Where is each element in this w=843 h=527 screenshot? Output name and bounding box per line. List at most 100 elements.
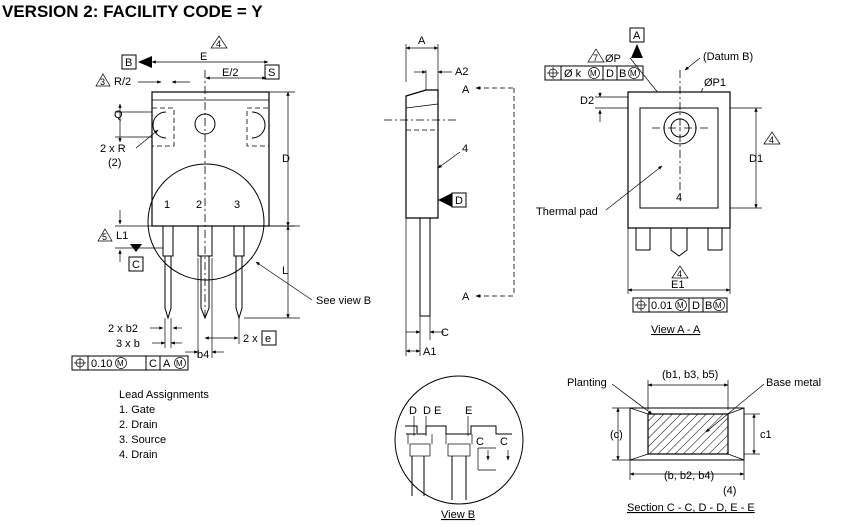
lead-item-2: 2. Drain	[119, 419, 158, 431]
plating-label: Planting	[567, 377, 607, 389]
datum-b-triangle	[138, 56, 152, 68]
lead-2	[197, 225, 213, 320]
svg-text:0.01: 0.01	[651, 300, 672, 312]
flag-4a-text: 4	[769, 135, 774, 145]
q-label: Q	[114, 109, 123, 121]
flag-3-text: 3	[100, 77, 105, 87]
d-label: D	[282, 153, 290, 165]
datum-c-box	[128, 256, 144, 272]
view-a-a: A 7 ØP (Datum B) Ø k M D B M ØP1 D2	[536, 27, 781, 336]
op-label: ØP	[605, 53, 621, 65]
note-2: (2)	[108, 157, 121, 169]
flag-5-text: 5	[102, 232, 107, 242]
svg-text:M: M	[176, 359, 183, 368]
view-b-caption: View B	[441, 509, 475, 521]
svg-text:D: D	[692, 300, 700, 312]
svg-text:M: M	[117, 359, 124, 368]
view-b-c1-label: C	[476, 436, 484, 448]
view-b-e-label: E	[465, 405, 472, 417]
position-tolerance-frame-2: Ø k M D B M	[544, 65, 644, 81]
b4-label: b4	[197, 349, 209, 361]
side-view: A A2 A A 4 D C A1	[384, 35, 515, 358]
lead-3	[233, 225, 245, 320]
thermal-pad-label: Thermal pad	[536, 206, 598, 218]
position-tolerance-frame-3: 0.01 M D B M	[632, 297, 728, 313]
flag-3-triangle	[95, 73, 111, 87]
svg-text:C: C	[149, 358, 157, 370]
two-x-b2-label: 2 x b2	[108, 323, 138, 335]
datum-b-label: B	[125, 57, 132, 69]
view-b-circle	[394, 375, 524, 505]
lead-item-1: 1. Gate	[119, 404, 155, 416]
svg-text:M: M	[630, 69, 637, 78]
svg-text:A: A	[163, 358, 171, 370]
pad-body	[627, 91, 731, 229]
c-paren-label: (c)	[610, 429, 623, 441]
position-tolerance-frame-1: 0.10 M C A M	[71, 355, 189, 371]
view-b: D D E E C C View B	[394, 375, 524, 521]
svg-text:0.10: 0.10	[91, 358, 112, 370]
section-a-bot-label: A	[462, 291, 470, 303]
thermal-pad-outline	[639, 107, 719, 209]
lead-item-3: 3. Source	[119, 434, 166, 446]
c1-label: c1	[760, 429, 772, 441]
datum-c-label: C	[132, 259, 140, 271]
svg-text:M: M	[715, 301, 722, 310]
svg-text:Ø k: Ø k	[564, 68, 582, 80]
flag-4-triangle	[210, 35, 228, 49]
pad-pin-2	[670, 228, 688, 257]
view-b-callout-circle	[147, 163, 265, 281]
datum-s-label: S	[268, 67, 275, 79]
side-a1-label: A1	[423, 346, 436, 358]
page-title: VERSION 2: FACILITY CODE = Y	[2, 2, 263, 21]
view-a-a-caption: View A - A	[651, 324, 701, 336]
view-b-c2-label: C	[500, 436, 508, 448]
pad-pin-3	[707, 227, 723, 251]
l-label: L	[282, 265, 288, 277]
view-b-de-label: D E	[423, 405, 441, 417]
datum-a-label: A	[633, 30, 641, 42]
flag-4b-text: 4	[677, 269, 682, 279]
datum-a-box	[629, 27, 645, 43]
base-metal-label: Base metal	[766, 377, 821, 389]
flag-4-text: 4	[216, 39, 221, 49]
e-pitch-box	[261, 330, 277, 346]
svg-text:B: B	[619, 68, 626, 80]
op1-label: ØP1	[704, 77, 726, 89]
l1-label: L1	[116, 230, 128, 242]
e-pitch-label: e	[265, 333, 271, 345]
datum-d-label: D	[455, 195, 463, 207]
lead-assignments-heading: Lead Assignments	[119, 389, 209, 401]
side-body	[405, 89, 439, 219]
side-four-label: 4	[462, 143, 468, 155]
b-bot-label: (b, b2, b4)	[664, 470, 714, 482]
see-view-b-label: See view B	[316, 295, 371, 307]
section-four-label: (4)	[723, 485, 736, 497]
datum-s-box	[264, 64, 280, 80]
three-x-b-label: 3 x b	[116, 338, 140, 350]
pad-four-label: 4	[676, 192, 682, 204]
flag-7-text: 7	[593, 53, 598, 63]
dim-e: E	[200, 51, 207, 63]
two-x-label: 2 x	[243, 333, 258, 345]
package-body	[151, 91, 270, 227]
section-caption: Section C - C, D - D, E - E	[627, 502, 755, 514]
section-view: Planting (b1, b3, b5) Base metal (c) c1 …	[567, 369, 821, 514]
pin-3-label: 3	[234, 199, 240, 211]
pin-2-label: 2	[196, 199, 202, 211]
base-metal	[647, 413, 729, 455]
side-lead	[419, 217, 431, 317]
pin-1-label: 1	[164, 199, 170, 211]
flag-5-triangle	[97, 228, 113, 242]
r-half-label: R/2	[114, 76, 131, 88]
svg-text:D: D	[606, 68, 614, 80]
section-a-top-label: A	[462, 84, 470, 96]
side-a2-label: A2	[455, 66, 468, 78]
b-top-label: (b1, b3, b5)	[662, 369, 718, 381]
plating-outline	[629, 407, 745, 461]
front-view: B E 4 3 R/2 E/2 S Q 2 x R (2)	[71, 35, 371, 371]
datum-b-box	[121, 54, 137, 70]
side-c-label: C	[441, 327, 449, 339]
datum-d-box	[451, 192, 467, 208]
d2-label: D2	[580, 95, 594, 107]
